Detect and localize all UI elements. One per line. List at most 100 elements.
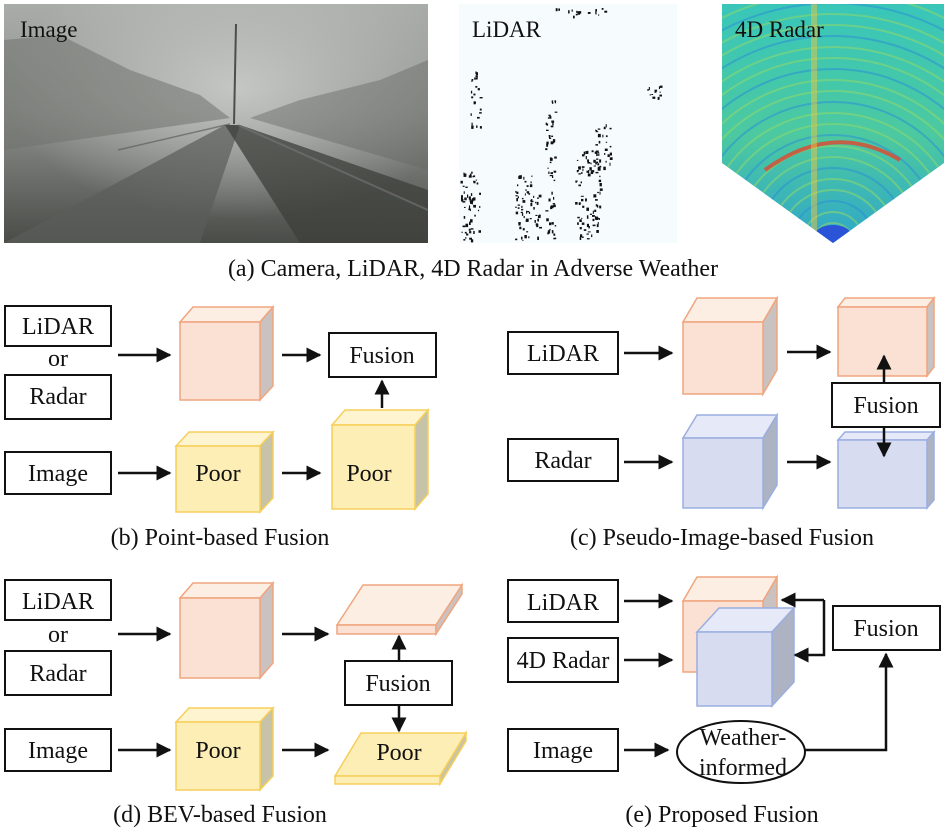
radar-label: Radar [29,384,86,410]
lidar-point [521,197,524,200]
lidar-point [582,154,585,157]
camera-image: Image [4,4,429,243]
lidar-point [469,199,471,202]
lidar-point [537,197,539,199]
lidar-point [598,218,600,220]
lidar-point [575,13,578,16]
image-feature-cube: Poor [174,430,275,514]
lidar-point [597,133,601,138]
lidar-point [526,210,528,214]
panel-e: LiDAR 4D Radar Image Fusion Weather- inf… [507,574,941,828]
lidar-point [462,185,465,187]
lidar-point [586,238,590,240]
lidar-point [587,159,589,163]
lidar-point [468,196,471,200]
radar-label: Radar [534,448,591,474]
lidar-point [473,230,475,234]
lidar-point [580,195,584,197]
lidar-point [530,200,534,202]
lidar-point [605,124,607,128]
lidar-point [592,224,596,227]
lidar-point [609,162,611,166]
lidar-point [528,211,531,214]
lidar-point [583,229,587,231]
lidar-point [476,125,478,128]
lidar-point [464,231,467,234]
lidar-point [580,172,583,174]
lidar-point [590,171,594,174]
lidar-point [524,193,526,196]
lidar-box [4,305,112,347]
lidar-point [578,203,581,205]
lidar-point [470,90,473,94]
lidar-point [583,151,586,155]
lidar-point [465,237,467,239]
lidar-point [519,226,522,230]
lidar-point [599,165,602,168]
image-bev-plane: Poor [333,730,468,787]
lidar-point [553,233,556,236]
lidar-point [609,127,612,130]
lidar-point [597,128,601,130]
lidar-point [568,10,570,14]
lidar-point [595,9,597,12]
lidar-point [657,96,660,100]
lidar-point [581,198,584,202]
lidar-point [545,148,548,151]
lidar-point [524,180,527,183]
lidar-point [579,227,582,230]
lidar-point [575,202,578,205]
lidar-point [597,154,600,156]
lidar-point [552,175,554,178]
lidar-point [578,173,581,175]
lidar-point [577,11,581,15]
lidar-point [516,191,519,194]
lidar-point [549,116,552,119]
radar-panel-label: 4D Radar [735,17,824,42]
arrow [793,600,826,663]
lidar-point [550,125,554,128]
lidar-point [549,161,552,164]
lidar-point [586,170,588,173]
image-panel-label: Image [20,17,77,42]
lidar-point [546,143,549,147]
lidar-point [551,100,554,103]
lidar-point [595,171,599,174]
lidar-point [604,153,606,155]
lidar-point [475,72,478,76]
lidar-point [597,161,599,164]
lidar-point [552,203,556,205]
lidar-point [609,157,613,160]
lidar-point [476,76,478,80]
lidar-point [477,209,480,212]
lidar-point [586,233,589,235]
lidar-point [649,94,652,96]
lidar-point [548,198,551,202]
radar-range-ring [722,79,944,156]
lidar-point [592,215,595,217]
radar-range-ring [722,35,944,132]
lidar-point [595,131,599,133]
radar4d-box [507,637,619,683]
radar-range-ring [722,24,944,126]
lidar-point [550,172,553,175]
lidar-point [554,156,557,159]
lidar-point [547,117,550,119]
lidar-point [582,205,585,208]
fusion-box [832,605,941,651]
lidar-point [591,234,593,238]
lidar-point [545,210,549,212]
lidar-point [597,222,599,225]
lidar-pseudo-image-cube [681,295,779,397]
lidar-point [553,196,555,200]
lidar-point [546,218,549,222]
lidar-point [589,213,593,215]
lidar-point [580,181,582,184]
lidar-point [469,237,472,240]
lidar-point [465,186,468,188]
lidar-point [551,120,555,123]
lidar-point [596,224,599,228]
lidar-point [463,216,466,219]
lidar-point [587,173,591,177]
lidar-point [463,172,465,174]
